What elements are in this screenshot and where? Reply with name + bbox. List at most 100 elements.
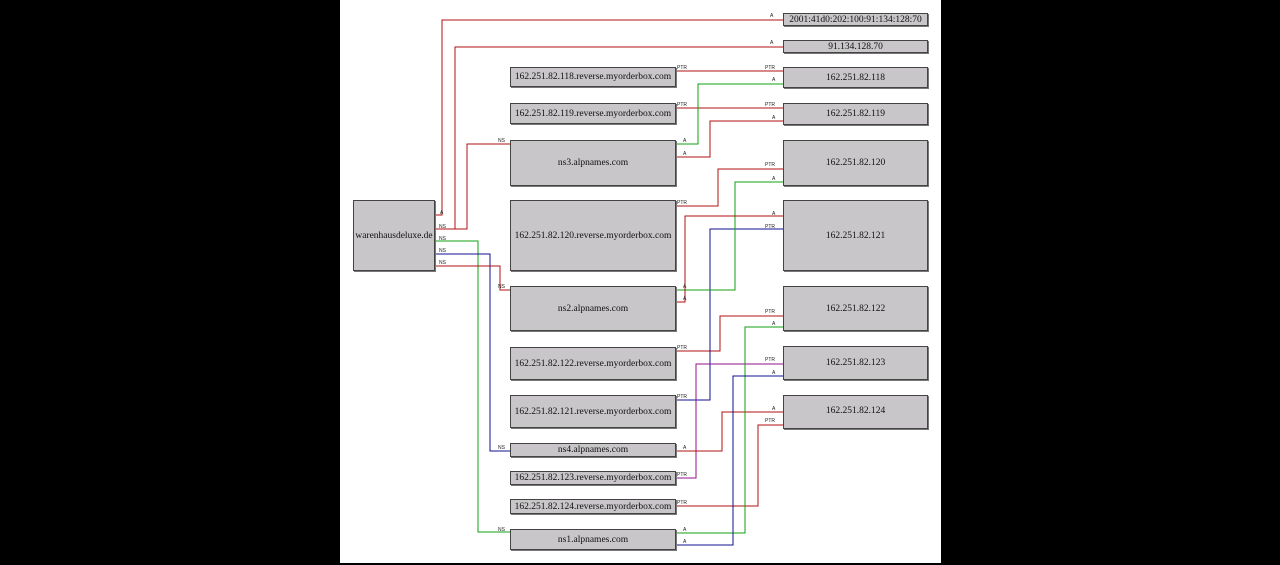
ip-node-121[interactable]: 162.251.82.121 <box>783 200 928 271</box>
reverse-node-label: 162.251.82.120.reverse.myorderbox.com <box>514 230 672 241</box>
edge-ptr-123 <box>676 363 783 479</box>
edge-label-a-ns2-1: A <box>683 284 687 290</box>
ip-node-ipv6[interactable]: 2001:41d0:202:100:91:134:128:70 <box>783 13 928 26</box>
edges-layer: A A A NS NS NS NS NS NS NS NS PTR PTR A … <box>435 13 783 546</box>
edge-label-a-domain: A <box>440 210 444 216</box>
reverse-node-label: 162.251.82.119.reverse.myorderbox.com <box>514 108 672 119</box>
nameserver-node-label: ns1.alpnames.com <box>557 534 629 545</box>
ip-node-label: 162.251.82.123 <box>825 358 886 368</box>
nameserver-node-label: ns2.alpnames.com <box>557 303 629 314</box>
edge-label-ns-domain-4: NS <box>439 260 447 266</box>
ip-node-label: 162.251.82.124 <box>825 406 886 416</box>
edge-label-ns-domain-2: NS <box>439 236 447 242</box>
edge-ns3-a-118 <box>676 83 783 145</box>
edge-label-a-119: A <box>772 115 776 121</box>
reverse-node-122[interactable]: 162.251.82.122.reverse.myorderbox.com <box>510 347 676 380</box>
ip-node-120[interactable]: 162.251.82.120 <box>783 140 928 186</box>
edge-label-ns-domain-1: NS <box>439 224 447 230</box>
edge-label-a-ns4: A <box>683 445 687 451</box>
ip-node-118[interactable]: 162.251.82.118 <box>783 67 928 88</box>
edge-label-ptr-123-dst: PTR <box>765 357 775 363</box>
reverse-node-label: 162.251.82.121.reverse.myorderbox.com <box>514 406 672 417</box>
nameserver-node-ns1[interactable]: ns1.alpnames.com <box>510 529 676 550</box>
ip-node-label: 162.251.82.119 <box>825 109 886 119</box>
edge-ptr-122 <box>676 315 783 352</box>
domain-node[interactable]: warenhausdeluxe.de <box>353 200 435 271</box>
edge-label-ptr-118-dst: PTR <box>765 65 775 71</box>
nameserver-node-ns4[interactable]: ns4.alpnames.com <box>510 443 676 457</box>
edge-ns2-a-121 <box>676 215 783 303</box>
edge-ns1-a-123 <box>676 375 783 546</box>
edge-label-ptr-120-dst: PTR <box>765 162 775 168</box>
edge-label-ptr-123-src: PTR <box>677 472 687 478</box>
nameserver-node-label: ns3.alpnames.com <box>557 158 629 168</box>
edge-label-a-ipv6: A <box>770 13 774 19</box>
edge-label-a-123: A <box>772 370 776 376</box>
ip-node-122[interactable]: 162.251.82.122 <box>783 286 928 331</box>
ip-node-119[interactable]: 162.251.82.119 <box>783 103 928 125</box>
edge-label-ptr-124-dst: PTR <box>765 418 775 424</box>
edge-label-ptr-122-dst: PTR <box>765 309 775 315</box>
edge-label-ptr-121-dst: PTR <box>765 224 775 230</box>
edge-label-a-ns1-1: A <box>683 527 687 533</box>
reverse-node-123[interactable]: 162.251.82.123.reverse.myorderbox.com <box>510 471 676 485</box>
edge-domain-ns-ns1 <box>435 240 510 533</box>
edge-ns3-a-119 <box>676 120 783 158</box>
edge-label-ptr-120-src: PTR <box>677 200 687 206</box>
domain-node-label: warenhausdeluxe.de <box>355 230 433 241</box>
ip-node-124[interactable]: 162.251.82.124 <box>783 395 928 429</box>
reverse-node-label: 162.251.82.118.reverse.myorderbox.com <box>514 72 672 82</box>
edge-label-ns-ns1: NS <box>498 527 506 533</box>
edge-label-a-ns1-2: A <box>683 539 687 545</box>
edge-label-a-118: A <box>772 77 776 83</box>
edge-label-ns-ns2: NS <box>498 284 506 290</box>
reverse-node-120[interactable]: 162.251.82.120.reverse.myorderbox.com <box>510 200 676 271</box>
edge-ptr-120 <box>676 168 783 207</box>
ip-node-label: 2001:41d0:202:100:91:134:128:70 <box>789 14 922 25</box>
edge-label-ptr-119-dst: PTR <box>765 102 775 108</box>
edge-ptr-121 <box>676 228 783 401</box>
edge-label-a-122: A <box>772 321 776 327</box>
reverse-node-121[interactable]: 162.251.82.121.reverse.myorderbox.com <box>510 395 676 428</box>
ip-node-label: 162.251.82.120 <box>825 158 886 168</box>
edge-label-a-ipv4: A <box>770 40 774 46</box>
edge-label-a-ns3-1: A <box>683 138 687 144</box>
edge-label-a-ns3-2: A <box>683 151 687 157</box>
edge-domain-a-ipv6 <box>435 19 783 216</box>
edge-ns2-a-120 <box>676 181 783 291</box>
edge-domain-ns-ns2 <box>435 265 510 291</box>
reverse-node-label: 162.251.82.124.reverse.myorderbox.com <box>514 501 672 512</box>
nameserver-node-ns2[interactable]: ns2.alpnames.com <box>510 286 676 331</box>
edge-label-ns-ns4: NS <box>498 445 506 451</box>
reverse-node-118[interactable]: 162.251.82.118.reverse.myorderbox.com <box>510 67 676 87</box>
edge-label-ptr-121-src: PTR <box>677 394 687 400</box>
edge-label-ns-domain-3: NS <box>439 248 447 254</box>
ip-node-label: 91.134.128.70 <box>828 41 883 52</box>
nameserver-node-ns3[interactable]: ns3.alpnames.com <box>510 140 676 186</box>
edge-label-ns-ns3: NS <box>498 138 506 144</box>
edge-label-a-ns2-2: A <box>683 296 687 302</box>
edge-label-a-120: A <box>772 176 776 182</box>
ip-node-label: 162.251.82.122 <box>825 304 886 314</box>
edge-ptr-124 <box>676 424 783 507</box>
ip-node-label: 162.251.82.121 <box>825 230 886 241</box>
edge-label-ptr-124-src: PTR <box>677 500 687 506</box>
ip-node-123[interactable]: 162.251.82.123 <box>783 346 928 380</box>
edge-ns4-a-124 <box>676 411 783 452</box>
reverse-node-label: 162.251.82.122.reverse.myorderbox.com <box>514 358 672 369</box>
edge-ns1-a-122 <box>676 326 783 534</box>
reverse-node-label: 162.251.82.123.reverse.myorderbox.com <box>514 473 672 483</box>
reverse-node-119[interactable]: 162.251.82.119.reverse.myorderbox.com <box>510 103 676 124</box>
edge-label-ptr-122-src: PTR <box>677 345 687 351</box>
ip-node-label: 162.251.82.118 <box>825 72 886 83</box>
nameserver-node-label: ns4.alpnames.com <box>557 445 629 455</box>
ip-node-ipv4[interactable]: 91.134.128.70 <box>783 40 928 53</box>
edge-domain-ns-ns3 <box>435 143 510 230</box>
edge-label-a-124: A <box>772 406 776 412</box>
edge-domain-ns-ns4 <box>435 253 510 452</box>
dns-graph-canvas: A A A NS NS NS NS NS NS NS NS PTR PTR A … <box>340 0 941 563</box>
reverse-node-124[interactable]: 162.251.82.124.reverse.myorderbox.com <box>510 499 676 514</box>
edge-label-a-121: A <box>772 211 776 217</box>
edge-label-ptr-118-src: PTR <box>677 65 687 71</box>
edge-label-ptr-119-src: PTR <box>677 102 687 108</box>
